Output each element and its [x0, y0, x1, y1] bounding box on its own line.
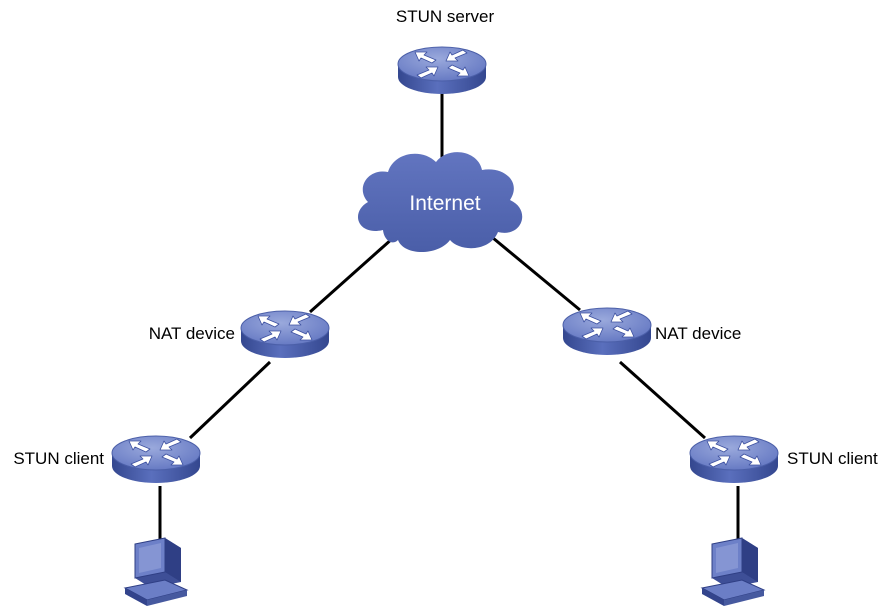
cloud-icon	[357, 152, 523, 252]
link-nat-right-client-right	[619, 360, 706, 440]
link-internet-nat-right	[492, 236, 581, 312]
link-nat-left-client-left	[188, 360, 272, 440]
stun-server-label: STUN server	[396, 7, 495, 26]
router-icon-nat-device-left	[240, 310, 330, 359]
internet-label: Internet	[409, 192, 480, 215]
stun-client-left-label: STUN client	[13, 449, 104, 468]
host-computer-icon-right	[701, 537, 765, 607]
router-icon-stun-client-left	[111, 435, 201, 484]
host-computer-icon-left	[124, 537, 188, 607]
router-icon-nat-device-right	[562, 307, 652, 356]
router-icon-stun-server	[397, 46, 487, 95]
nat-device-left-label: NAT device	[149, 324, 235, 343]
link-internet-nat-left	[309, 236, 394, 314]
network-links	[158, 86, 740, 542]
nat-device-right-label: NAT device	[655, 324, 741, 343]
stun-client-right-label: STUN client	[787, 449, 878, 468]
router-icon-stun-client-right	[689, 435, 779, 484]
